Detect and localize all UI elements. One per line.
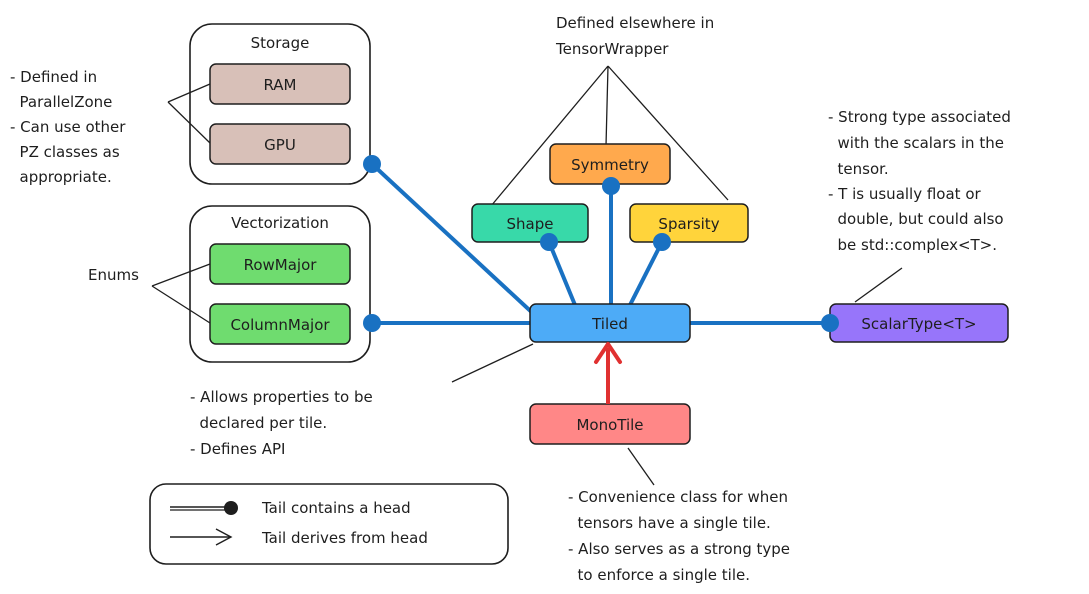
storage-note-line-5: appropriate.: [10, 168, 112, 186]
tiled-box: [529, 303, 691, 343]
scalar-note-line-3: tensor.: [828, 160, 889, 178]
legend: Tail contains a head Tail derives from h…: [149, 483, 509, 565]
monotile-note-line-3: - Also serves as a strong type: [568, 540, 790, 558]
head-dot-storage: [363, 155, 381, 173]
link-shape-tiled: [547, 241, 577, 306]
storage-note-bracket: [167, 83, 211, 144]
tiled-label: Tiled: [591, 315, 628, 333]
scalar-note-line-2: with the scalars in the: [828, 134, 1004, 152]
shape-label: Shape: [507, 215, 554, 233]
head-dot-vectorization: [363, 314, 381, 332]
derive-arrow-head: [594, 342, 622, 364]
storage-note-line-2: ParallelZone: [10, 93, 112, 111]
monotile-note: - Convenience class for when tensors hav…: [568, 488, 790, 584]
sparsity-label: Sparsity: [658, 215, 719, 233]
monotile-node: MonoTile: [529, 403, 691, 445]
enums-bracket: [151, 263, 211, 324]
columnmajor-label: ColumnMajor: [230, 316, 330, 334]
columnmajor-box: [209, 303, 351, 345]
vectorization-group: Vectorization RowMajor ColumnMajor: [189, 205, 371, 363]
link-sparsity-tiled: [628, 241, 664, 306]
sparsity-node: Sparsity: [629, 203, 749, 243]
tiled-node: Tiled: [529, 303, 691, 343]
legend-contains-dot: [224, 501, 238, 515]
monotile-note-line-1: - Convenience class for when: [568, 488, 788, 506]
shape-node: Shape: [471, 203, 589, 243]
vectorization-container: [189, 205, 371, 363]
head-dot-shape: [540, 233, 558, 251]
monotile-note-leader: [627, 447, 655, 486]
vectorization-title: Vectorization: [231, 214, 329, 232]
contains-links: [370, 162, 830, 325]
head-dot-symmetry: [602, 177, 620, 195]
storage-container: [189, 23, 371, 185]
scalar-note-line-1: - Strong type associated: [828, 108, 1011, 126]
scalar-note-line-4: - T is usually float or: [828, 185, 982, 203]
symmetry-label: Symmetry: [571, 156, 649, 174]
tiled-note-leader: [451, 343, 534, 383]
tiled-note-line-2: declared per tile.: [190, 414, 327, 432]
storage-note: - Defined in ParallelZone - Can use othe…: [10, 68, 211, 186]
storage-note-line-3: - Can use other: [10, 118, 126, 136]
storage-title: Storage: [251, 34, 310, 52]
scalar-note-line-5: double, but could also: [828, 210, 1004, 228]
elsewhere-note-line-1: Defined elsewhere in: [556, 14, 714, 32]
head-dot-sparsity: [653, 233, 671, 251]
gpu-label: GPU: [264, 136, 296, 154]
gpu-box: [209, 123, 351, 165]
elsewhere-note-line-2: TensorWrapper: [555, 40, 669, 58]
monotile-note-line-4: to enforce a single tile.: [568, 566, 750, 584]
legend-derives-arrowhead: [215, 528, 233, 546]
scalar-label: ScalarType<T>: [861, 315, 976, 333]
link-storage-tiled: [370, 162, 540, 320]
contains-heads: [363, 155, 839, 332]
scalar-note-leader: [854, 267, 903, 303]
scalar-note: - Strong type associated with the scalar…: [828, 108, 1011, 254]
monotile-note-line-2: tensors have a single tile.: [568, 514, 771, 532]
storage-note-line-1: - Defined in: [10, 68, 97, 86]
storage-note-line-4: PZ classes as: [10, 143, 120, 161]
derive-arrow: [594, 342, 622, 404]
rowmajor-label: RowMajor: [244, 256, 318, 274]
sparsity-box: [629, 203, 749, 243]
enums-note: Enums: [88, 266, 139, 284]
ram-label: RAM: [263, 76, 296, 94]
scalar-node: ScalarType<T>: [829, 303, 1009, 343]
monotile-label: MonoTile: [576, 416, 643, 434]
legend-box: [149, 483, 509, 565]
tiled-note-line-3: - Defines API: [190, 440, 285, 458]
shape-box: [471, 203, 589, 243]
legend-derives-label: Tail derives from head: [261, 529, 428, 547]
storage-group: Storage RAM GPU: [189, 23, 371, 185]
tiled-note-line-1: - Allows properties to be: [190, 388, 373, 406]
legend-contains-label: Tail contains a head: [261, 499, 411, 517]
tiled-note: - Allows properties to be declared per t…: [190, 388, 373, 458]
head-dot-scalar: [821, 314, 839, 332]
scalar-note-line-6: be std::complex<T>.: [828, 236, 997, 254]
elsewhere-fan-lines: [490, 65, 729, 207]
